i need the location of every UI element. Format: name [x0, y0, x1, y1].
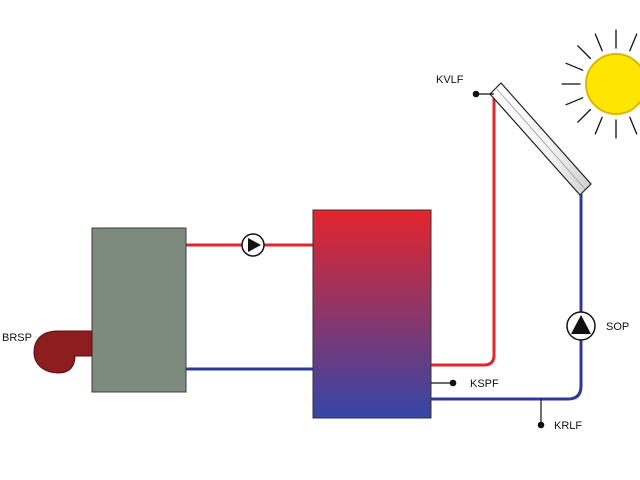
sensor-kspf — [431, 379, 457, 387]
sun-ray — [577, 108, 592, 123]
label-sop: SOP — [606, 321, 629, 333]
collector-flow-pipe — [431, 94, 496, 367]
burner-icon — [33, 330, 93, 374]
collector-return-pipe — [431, 194, 583, 401]
boiler — [91, 227, 187, 393]
label-kspf: KSPF — [470, 378, 499, 390]
label-brsp: BRSP — [2, 332, 32, 344]
storage-tank — [312, 209, 432, 419]
sensor-krlf — [537, 399, 545, 429]
label-kvlf: KVLF — [436, 74, 464, 86]
sensor-kvlf — [472, 90, 494, 98]
sun-icon — [561, 29, 640, 139]
collector-inner-edge — [495, 87, 586, 190]
sun-ray — [565, 97, 584, 106]
sun-ray — [577, 45, 592, 60]
sun-ray — [629, 116, 638, 135]
sun-ray — [594, 116, 603, 135]
label-krlf: KRLF — [554, 420, 582, 432]
sun-ray — [594, 33, 603, 52]
sun-ray — [565, 62, 584, 71]
solar-pump-icon — [566, 311, 596, 341]
pump-icon — [241, 233, 265, 257]
sun-ray — [629, 33, 638, 52]
